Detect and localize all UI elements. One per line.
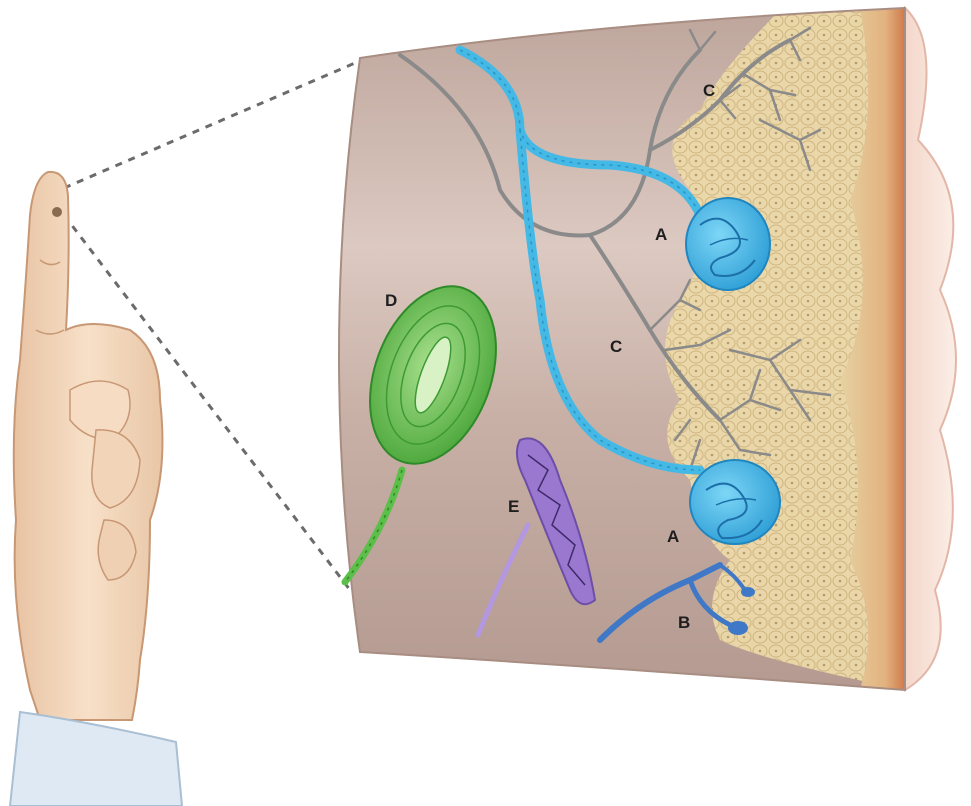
hand [10, 172, 182, 806]
label-d: D [385, 291, 397, 310]
label-e: E [508, 497, 519, 516]
tube-end-cap [905, 8, 956, 690]
label-c-middle: C [610, 337, 622, 356]
meissner-corpuscle-lower [690, 460, 780, 544]
label-b: B [678, 613, 690, 632]
meissner-corpuscle-upper [686, 198, 770, 290]
label-c-top: C [703, 81, 715, 100]
sleeve-cuff [10, 712, 182, 806]
fingertip-spot [52, 207, 62, 217]
label-a-upper: A [655, 225, 667, 244]
label-a-lower: A [667, 527, 679, 546]
